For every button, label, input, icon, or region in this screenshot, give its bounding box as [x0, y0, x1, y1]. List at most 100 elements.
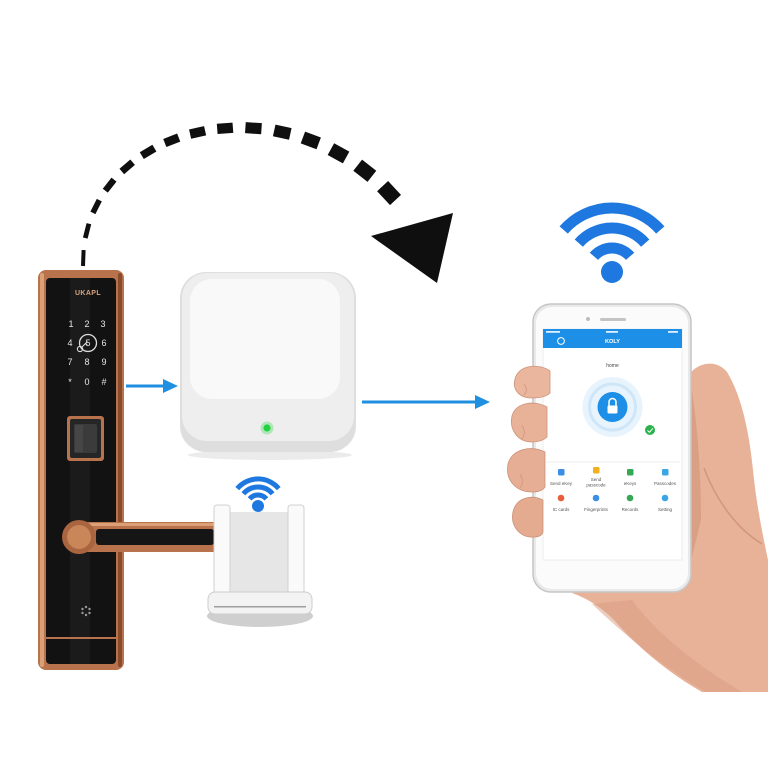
arc-dash — [353, 159, 377, 182]
send-ekey-icon — [558, 469, 565, 476]
gateway-floor-shadow — [188, 450, 352, 460]
dashed-curved-arrow — [81, 122, 453, 283]
padlock-body — [607, 405, 618, 414]
wifi-arc — [235, 476, 281, 491]
reset-icon-dot — [84, 605, 88, 609]
arc-dash — [272, 124, 292, 140]
lock-brand-logo: UKAPL — [75, 290, 101, 297]
phone-camera — [586, 317, 590, 321]
wifi-dot — [252, 500, 264, 512]
padlock-shackle — [608, 397, 617, 406]
key-icon — [76, 341, 88, 353]
flow-arrow-head — [163, 379, 178, 393]
arc-dash — [81, 250, 86, 267]
menu-item-send-ekey: Send eKey — [550, 469, 573, 486]
passcodes-icon — [662, 469, 669, 476]
wifi-arc — [574, 222, 650, 247]
keypad-key: 0 — [84, 377, 89, 387]
arc-dashes — [81, 122, 401, 267]
wifi-router — [207, 504, 313, 627]
arc-dash — [82, 223, 92, 239]
phone-wifi-icon — [559, 202, 665, 283]
wifi-arc — [241, 484, 275, 496]
arc-dash — [90, 198, 102, 215]
keypad-key: 3 — [100, 319, 105, 329]
sync-icon — [645, 425, 655, 435]
menu-item-ekeys: eKeys — [624, 469, 637, 486]
menu-item-fingerprints: Fingerprints — [584, 494, 609, 512]
menu-label: IC cards — [553, 507, 571, 512]
arc-dash — [327, 143, 350, 164]
keypad-key: 4 — [67, 338, 72, 348]
handle-rose-cap — [67, 525, 91, 549]
keypad-key: 1 — [68, 319, 73, 329]
thumb-shadow — [690, 378, 701, 565]
wifi-arc — [247, 492, 269, 501]
keypad-key: 5 — [85, 338, 90, 348]
flow-arrow-lock-to-gateway — [126, 379, 178, 393]
arc-dash — [300, 131, 321, 150]
menu-label: Setting — [658, 507, 673, 512]
app-title: KOLY — [605, 339, 620, 345]
reset-icon-dot — [88, 607, 91, 611]
router-base-line — [214, 606, 306, 608]
reset-icon-dot — [81, 607, 84, 611]
palm-shade — [592, 600, 742, 692]
menu-item-ic-cards: IC cards — [553, 494, 571, 512]
arc-dash — [102, 177, 117, 193]
lock-trim-highlight — [40, 273, 44, 667]
smart-door-lock: UKAPL 1 2 3 4 5 6 7 8 9 * 0 # — [38, 270, 228, 670]
fingerprints-icon — [592, 494, 600, 502]
arc-dash — [377, 180, 401, 206]
screen-background — [542, 328, 683, 561]
finger-crease — [521, 424, 525, 440]
finger-middle — [511, 402, 548, 443]
sync-icon-glyph — [647, 427, 654, 434]
arc-dash — [139, 144, 157, 159]
lock-trim-shade — [118, 273, 122, 667]
flow-arrow-head — [475, 395, 490, 409]
finger-index — [514, 365, 551, 399]
keypad-key: # — [101, 377, 106, 387]
arc-dash — [189, 126, 207, 139]
finger-ring — [507, 448, 546, 493]
arc-dash — [216, 122, 234, 135]
padlock-icon — [607, 397, 618, 414]
menu-label: eKeys — [624, 481, 637, 486]
lock-face-sheen — [70, 278, 90, 664]
key-icon-blade — [81, 341, 88, 348]
fingerprint-sensor — [67, 416, 104, 461]
keypad-key: 9 — [101, 357, 106, 367]
menu-label: Passcodes — [654, 481, 677, 486]
router-right-post — [287, 504, 305, 599]
keypad-key: 7 — [67, 357, 72, 367]
finger-crease — [523, 383, 527, 396]
wifi-arc — [559, 202, 665, 234]
finger-little — [512, 496, 544, 538]
flow-arrow-gateway-to-phone — [362, 395, 490, 409]
keypad-key: 2 — [84, 319, 89, 329]
keypad-key: * — [68, 377, 72, 387]
arc-dash — [245, 122, 262, 135]
status-bar-carrier — [546, 331, 560, 333]
curved-arrow-head — [371, 213, 453, 283]
arc-dash — [119, 159, 135, 175]
menu-label: Send eKey — [550, 481, 573, 486]
send-passcode-icon — [593, 467, 600, 474]
router-base — [207, 591, 313, 615]
ekeys-icon — [627, 469, 634, 476]
menu-label: Fingerprints — [584, 507, 609, 512]
hand-fingers — [507, 365, 551, 538]
lock-bottom-divider — [46, 637, 116, 639]
reset-icon-dot — [88, 611, 91, 615]
smartphone: KOLY home Send eKey Send — [532, 303, 692, 593]
fingerprint-sensor-pad — [74, 424, 97, 453]
wifi-arc — [589, 242, 635, 261]
keypad-key: 6 — [101, 338, 106, 348]
finger-crease — [519, 473, 523, 489]
key-ring — [78, 333, 98, 353]
profile-icon — [557, 337, 565, 345]
keypad-key: 8 — [84, 357, 89, 367]
menu-item-send-passcode: Send passcode — [586, 467, 606, 488]
